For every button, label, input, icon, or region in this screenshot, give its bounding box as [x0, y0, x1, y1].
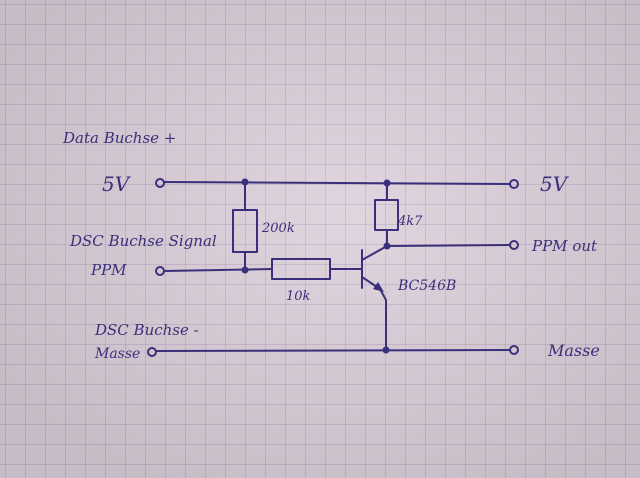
label-ppm-in: PPM	[90, 261, 127, 279]
junction-signal	[241, 266, 249, 274]
terminal-5v-left	[155, 178, 165, 188]
terminal-masse-right	[509, 345, 519, 355]
transistor-emitter-arrow	[373, 282, 384, 292]
wire-ground-rail	[155, 349, 511, 352]
label-5v-left: 5V	[102, 172, 132, 196]
wire-signal	[163, 268, 273, 272]
title-label: Data Buchse +	[62, 129, 176, 147]
resistor-4k7	[374, 199, 399, 231]
label-dsc-ground: DSC Buchse -	[94, 321, 199, 339]
terminal-5v-right	[509, 179, 519, 189]
label-dsc-signal: DSC Buchse Signal	[69, 232, 217, 250]
transistor-collector	[361, 236, 388, 261]
junction-ppm-out	[383, 242, 391, 250]
wire-5v-rail	[163, 181, 511, 185]
label-10k: 10k	[286, 289, 311, 304]
label-4k7: 4k7	[397, 214, 423, 229]
junction-ground	[382, 346, 390, 354]
label-ppm-out: PPM out	[531, 237, 598, 255]
resistor-200k	[232, 209, 258, 253]
terminal-masse-left	[147, 347, 157, 357]
label-masse-left: Masse	[94, 346, 140, 362]
label-masse-right: Masse	[547, 341, 600, 360]
label-5v-right: 5V	[540, 172, 570, 196]
label-200k: 200k	[261, 221, 295, 236]
terminal-ppm-out	[509, 240, 519, 250]
wire-ppm-out	[386, 244, 511, 247]
terminal-ppm-in	[155, 266, 165, 276]
label-bc546b: BC546B	[397, 278, 456, 294]
resistor-10k	[271, 258, 331, 280]
wire-emitter-ground	[379, 288, 387, 350]
